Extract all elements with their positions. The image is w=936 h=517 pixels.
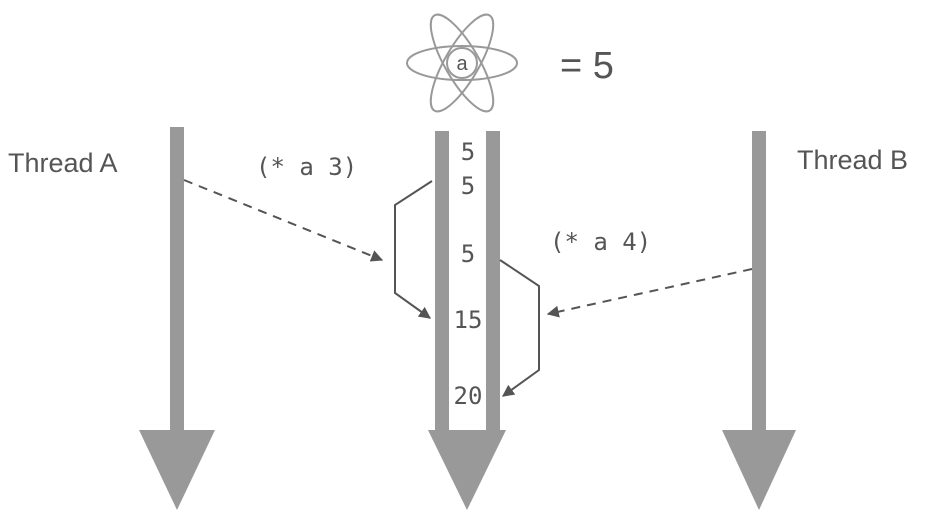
operation-b-label: (* a 4) [550,228,651,256]
atom-icon: a [406,13,518,113]
swap-a-path-arrow [394,180,433,319]
thread-b-timeline [722,131,796,510]
swap-b-path-arrow [499,259,540,397]
operation-a-label: (* a 3) [256,153,357,181]
timeline-value: 5 [461,172,475,200]
thread-a-label: Thread A [8,148,118,178]
thread-b-label: Thread B [797,145,908,175]
timeline-value: 20 [454,382,483,410]
thread-a-call-arrow [183,179,384,262]
timeline-value: 5 [461,240,475,268]
atom-label: a [456,53,468,75]
thread-a-timeline [139,127,215,510]
timeline-value: 15 [454,306,483,334]
thread-b-call-arrow [546,268,753,318]
atom-value: = 5 [560,45,614,87]
timeline-value: 5 [461,138,475,166]
atom-timeline [428,131,506,510]
